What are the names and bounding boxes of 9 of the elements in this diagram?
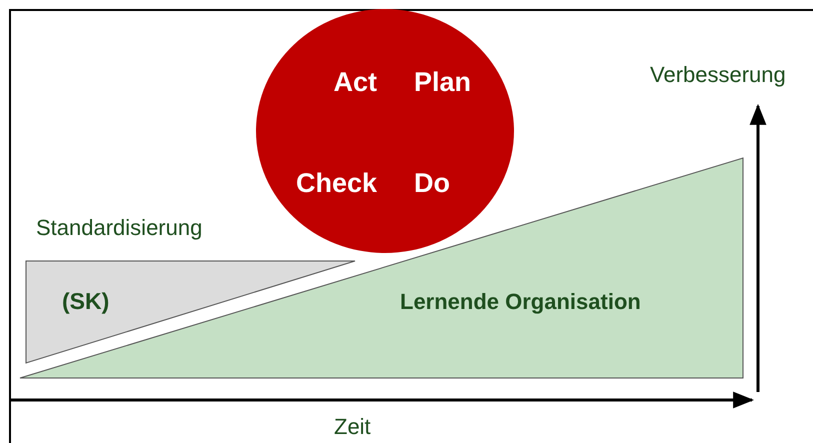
quadrant-label: Do [414, 168, 450, 199]
axis-label: Verbesserung [650, 62, 786, 88]
quadrant-label: Plan [414, 67, 472, 98]
quadrant-label: Act [332, 67, 377, 98]
axis-label: Zeit [334, 414, 371, 440]
shape-label: (SK) [62, 288, 110, 315]
heading: Standardisierung [36, 215, 202, 241]
quadrant-label: Check [294, 168, 377, 199]
shape-label: Lernende Organisation [400, 289, 641, 315]
